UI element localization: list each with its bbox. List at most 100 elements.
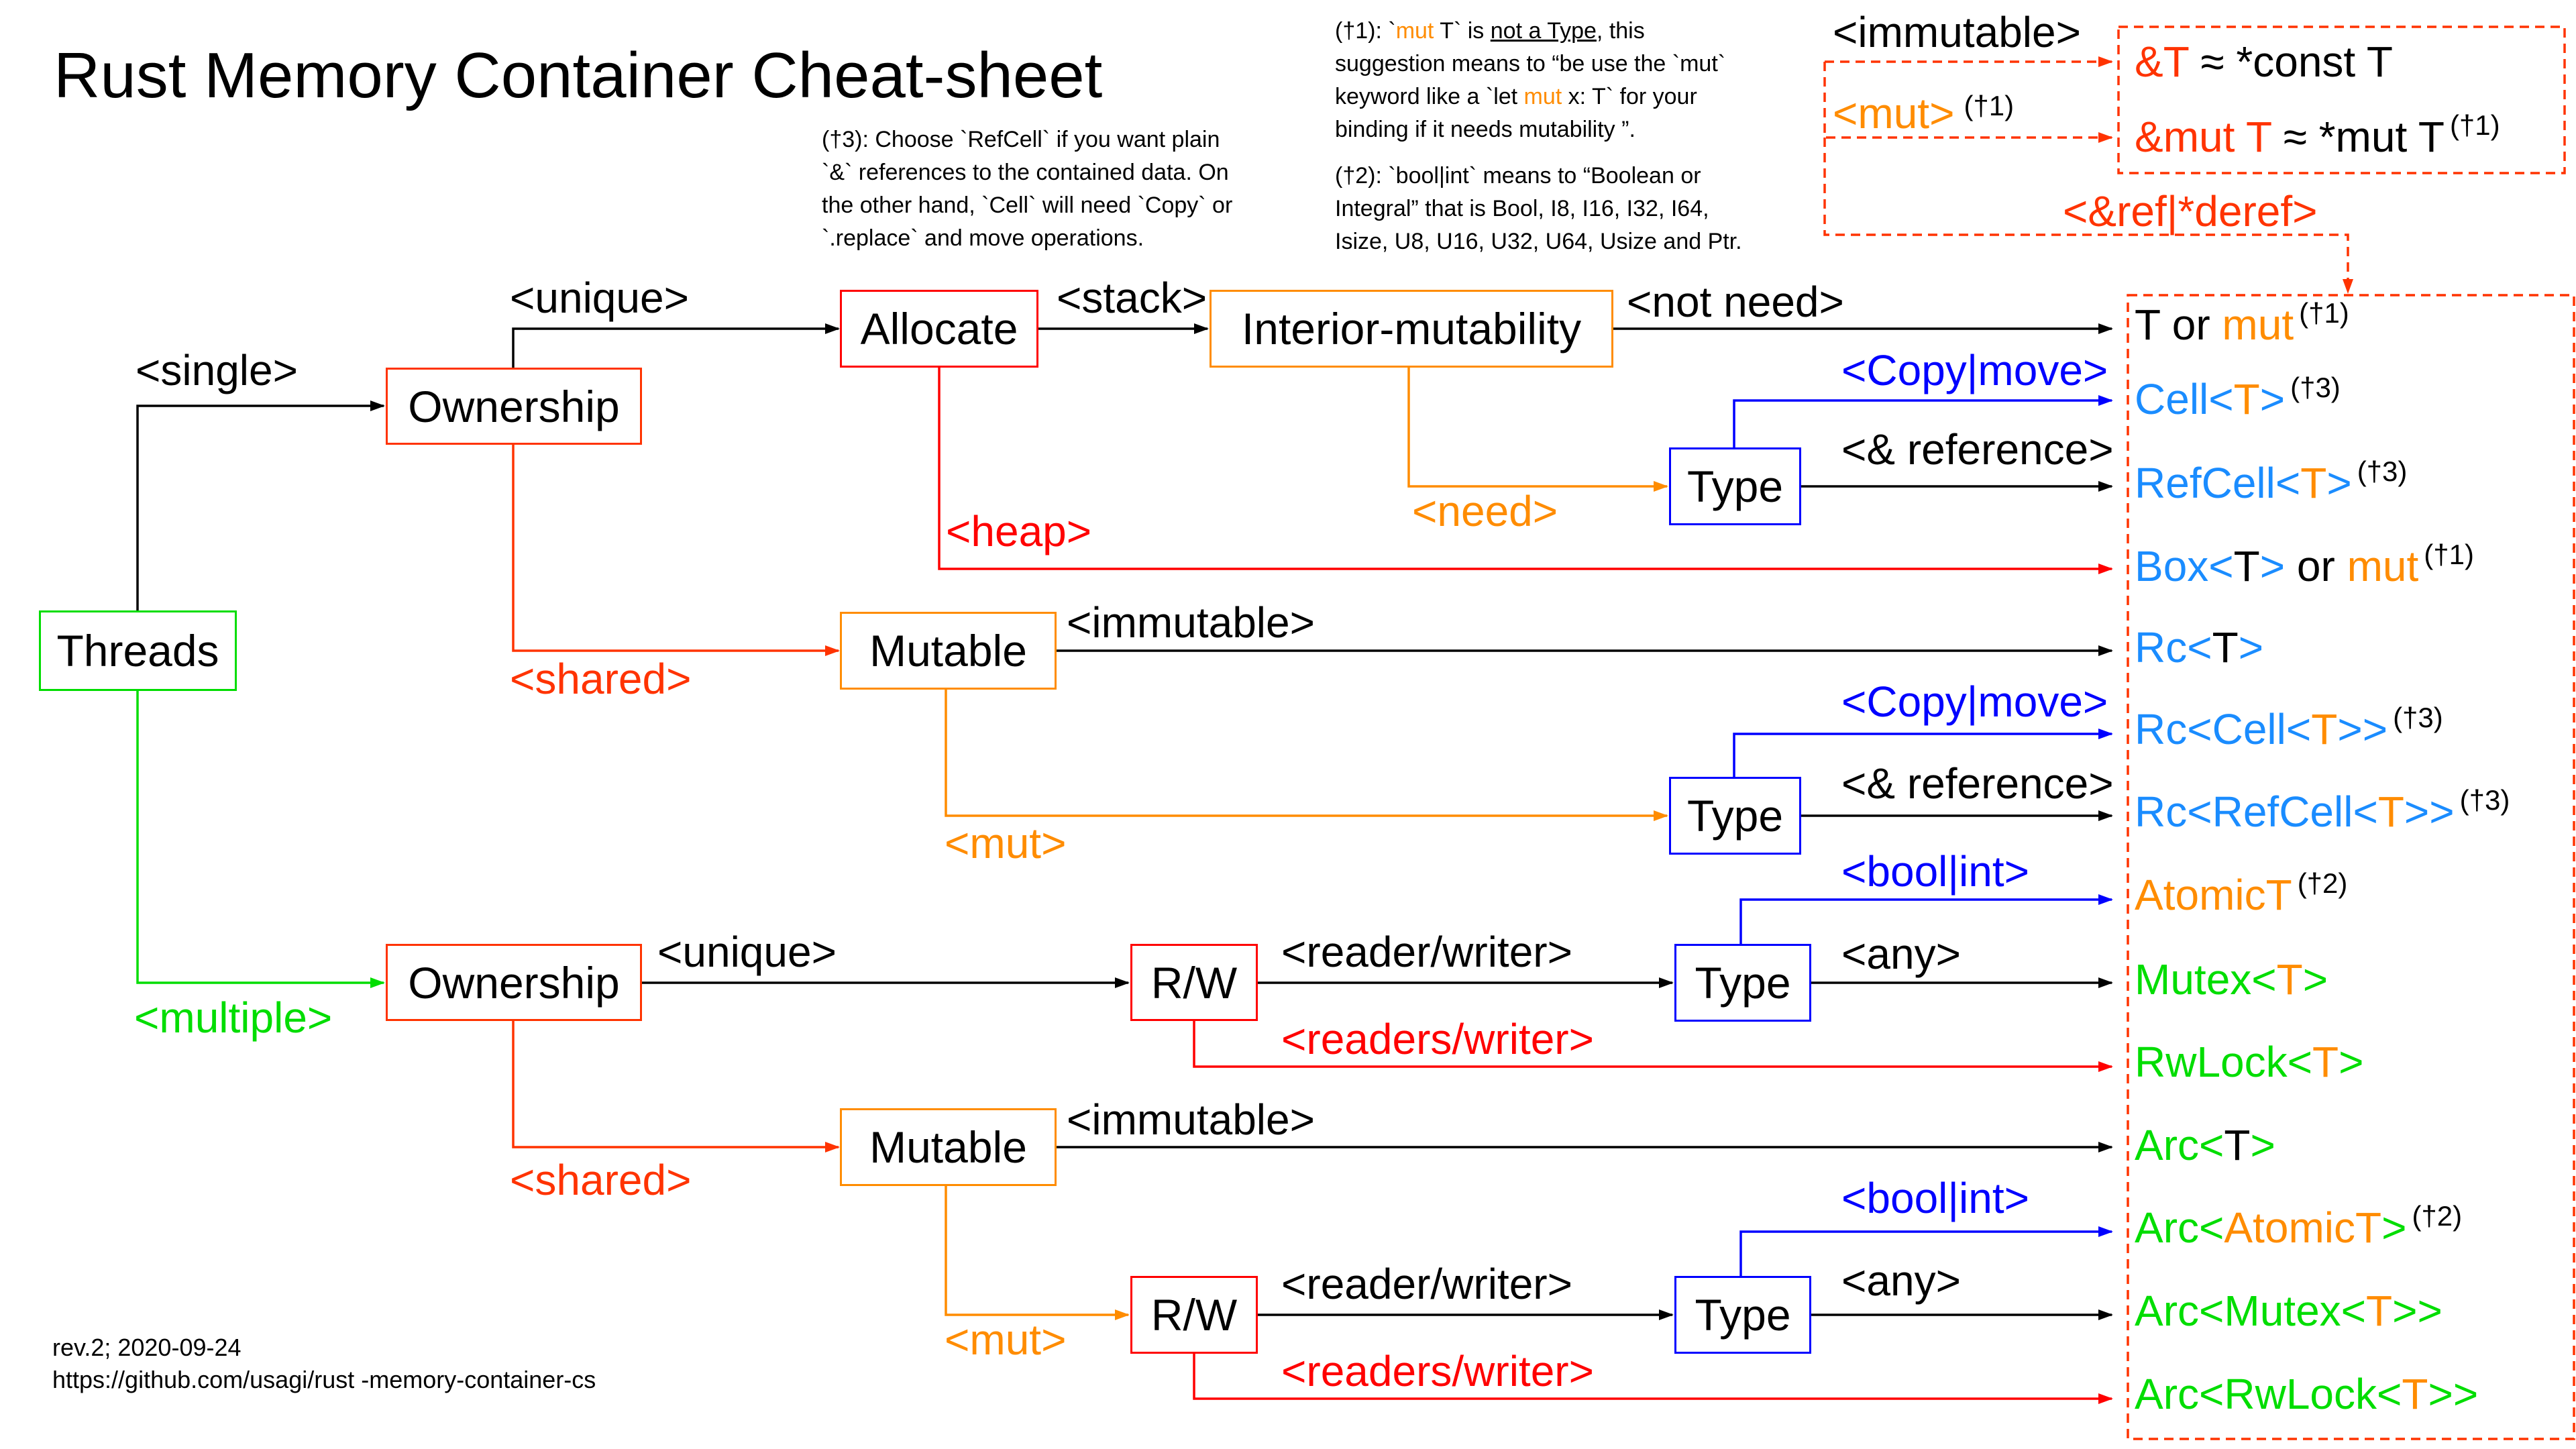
label-stack: <stack> — [1057, 274, 1208, 322]
label-unique-1: <unique> — [510, 274, 689, 322]
label-readers-writer-2: <readers/writer> — [1281, 1347, 1594, 1395]
label-copy-move-1: <Copy|move> — [1841, 346, 2108, 394]
edge-multiple — [136, 691, 385, 988]
node-threads: Threads — [39, 610, 237, 691]
edge-copy-move-2 — [1733, 729, 2113, 777]
result-text-part: > — [2238, 623, 2264, 672]
legend-row-const: &T ≈ *const T — [2135, 38, 2393, 86]
result-text-part: Rc<RefCell< — [2135, 788, 2378, 836]
label-mut-1: <mut> — [945, 819, 1067, 867]
result-item: Cell<T>(†3) — [2135, 374, 2341, 421]
result-text-part: Mutex< — [2135, 955, 2277, 1004]
node-type-multi-unique: Type — [1674, 944, 1811, 1022]
label-shared-1: <shared> — [510, 655, 692, 703]
legend-label-immutable: <immutable> — [1833, 8, 2081, 56]
node-type-single-stack: Type — [1669, 447, 1801, 525]
label-ref-2: <& reference> — [1841, 759, 2114, 808]
result-item: Rc<RefCell<T>>(†3) — [2135, 786, 2510, 836]
edge-shared-2 — [512, 1021, 840, 1152]
result-text-part: Arc<RwLock< — [2135, 1370, 2402, 1418]
edge-bool-int-2 — [1739, 1226, 2113, 1276]
result-text-part: Arc<Mutex< — [2135, 1287, 2367, 1335]
note-dagger-1: (†1): `mut T` is not a Type, this sugges… — [1335, 18, 1726, 142]
result-text-part: T — [2377, 788, 2404, 836]
result-text-part: > — [2259, 542, 2297, 590]
label-reader-writer-1: <reader/writer> — [1281, 928, 1572, 976]
result-footnote-marker: (†1) — [2424, 539, 2474, 570]
node-interior-mutability: Interior-mutability — [1210, 290, 1613, 368]
result-text-part: T — [2366, 1287, 2393, 1335]
label-any-1: <any> — [1841, 930, 1961, 978]
result-text-part: >> — [2428, 1370, 2479, 1418]
result-text-part: T — [2276, 955, 2303, 1004]
result-item: RwLock<T> — [2135, 1040, 2363, 1083]
result-text-part: mut — [2222, 301, 2294, 349]
result-text-part: AtomicT — [2224, 1203, 2382, 1252]
legend-row-mut: &mut T ≈ *mut T(†1) — [2135, 109, 2500, 161]
result-text-part: or — [2296, 542, 2347, 590]
result-text-part: Rc<Cell< — [2135, 705, 2312, 753]
result-text-part: >> — [2404, 788, 2455, 836]
note-dagger-3: (†3): Choose `RefCell` if you want plain… — [822, 127, 1233, 251]
note-dagger-2: (†2): `bool|int` means to “Boolean or In… — [1335, 163, 1742, 254]
edge-bool-int-1 — [1739, 894, 2113, 944]
footer-url: https://github.com/usagi/rust -memory-co… — [52, 1366, 596, 1393]
label-multiple: <multiple> — [134, 994, 333, 1042]
edge-mut-1 — [945, 690, 1668, 821]
result-item: T or mut(†1) — [2135, 299, 2349, 349]
result-footnote-marker: (†3) — [2393, 702, 2443, 733]
result-text-part: T — [2311, 705, 2338, 753]
result-item: RefCell<T>(†3) — [2135, 458, 2407, 507]
result-item: Arc<Mutex<T>> — [2135, 1289, 2443, 1332]
result-text-part: T — [2402, 1370, 2428, 1418]
label-shared-2: <shared> — [510, 1156, 692, 1204]
label-copy-move-2: <Copy|move> — [1841, 678, 2108, 726]
result-text-part: > — [2302, 955, 2328, 1004]
label-immutable-1: <immutable> — [1067, 598, 1315, 647]
label-need: <need> — [1412, 487, 1558, 535]
result-text-part: Arc< — [2135, 1121, 2224, 1169]
edge-shared-1 — [512, 445, 840, 656]
node-mutable-multiple: Mutable — [840, 1108, 1057, 1186]
result-text-part: > — [2326, 459, 2352, 507]
result-text-part: >> — [2392, 1287, 2443, 1335]
label-readers-writer-1: <readers/writer> — [1281, 1015, 1594, 1063]
label-not-need: <not need> — [1627, 278, 1844, 326]
result-text-part: Arc< — [2135, 1203, 2224, 1252]
node-allocate: Allocate — [840, 290, 1038, 368]
edge-unique-1 — [512, 323, 840, 368]
edge-readers-writer-2 — [1193, 1354, 2113, 1404]
edge-mut-2 — [945, 1186, 1130, 1320]
node-rw-shared: R/W — [1130, 1276, 1258, 1354]
result-text-part: T — [2212, 623, 2239, 672]
edge-legend-mut — [1823, 62, 2113, 143]
result-text-part: Box< — [2135, 542, 2234, 590]
result-item: Arc<T> — [2135, 1124, 2275, 1167]
legend-box — [2117, 25, 2566, 174]
label-reader-writer-2: <reader/writer> — [1281, 1260, 1572, 1308]
node-mutable-single: Mutable — [840, 612, 1057, 690]
edge-need — [1407, 368, 1668, 492]
node-ownership-single: Ownership — [386, 368, 642, 445]
result-text-part: T — [2312, 1038, 2339, 1086]
result-text-part: > — [2250, 1121, 2275, 1169]
label-ref-1: <& reference> — [1841, 425, 2114, 474]
result-text-part: mut — [2347, 542, 2419, 590]
result-footnote-marker: (†2) — [2412, 1200, 2463, 1232]
label-single: <single> — [136, 346, 298, 394]
result-footnote-marker: (†3) — [2290, 372, 2341, 403]
result-item: Box<T> or mut(†1) — [2135, 541, 2474, 590]
result-text-part: > — [2381, 1203, 2407, 1252]
result-item: AtomicT(†2) — [2135, 869, 2347, 917]
result-text-part: T — [2224, 1121, 2251, 1169]
result-text-part: >> — [2337, 705, 2388, 753]
label-heap: <heap> — [946, 507, 1092, 555]
result-text-part: T or — [2135, 301, 2222, 349]
edge-readers-writer-1 — [1193, 1021, 2113, 1072]
result-text-part: Rc< — [2135, 623, 2212, 672]
label-any-2: <any> — [1841, 1256, 1961, 1305]
result-footnote-marker: (†3) — [2459, 784, 2510, 816]
footer-revision: rev.2; 2020-09-24 — [52, 1334, 241, 1361]
result-item: Mutex<T> — [2135, 958, 2328, 1001]
